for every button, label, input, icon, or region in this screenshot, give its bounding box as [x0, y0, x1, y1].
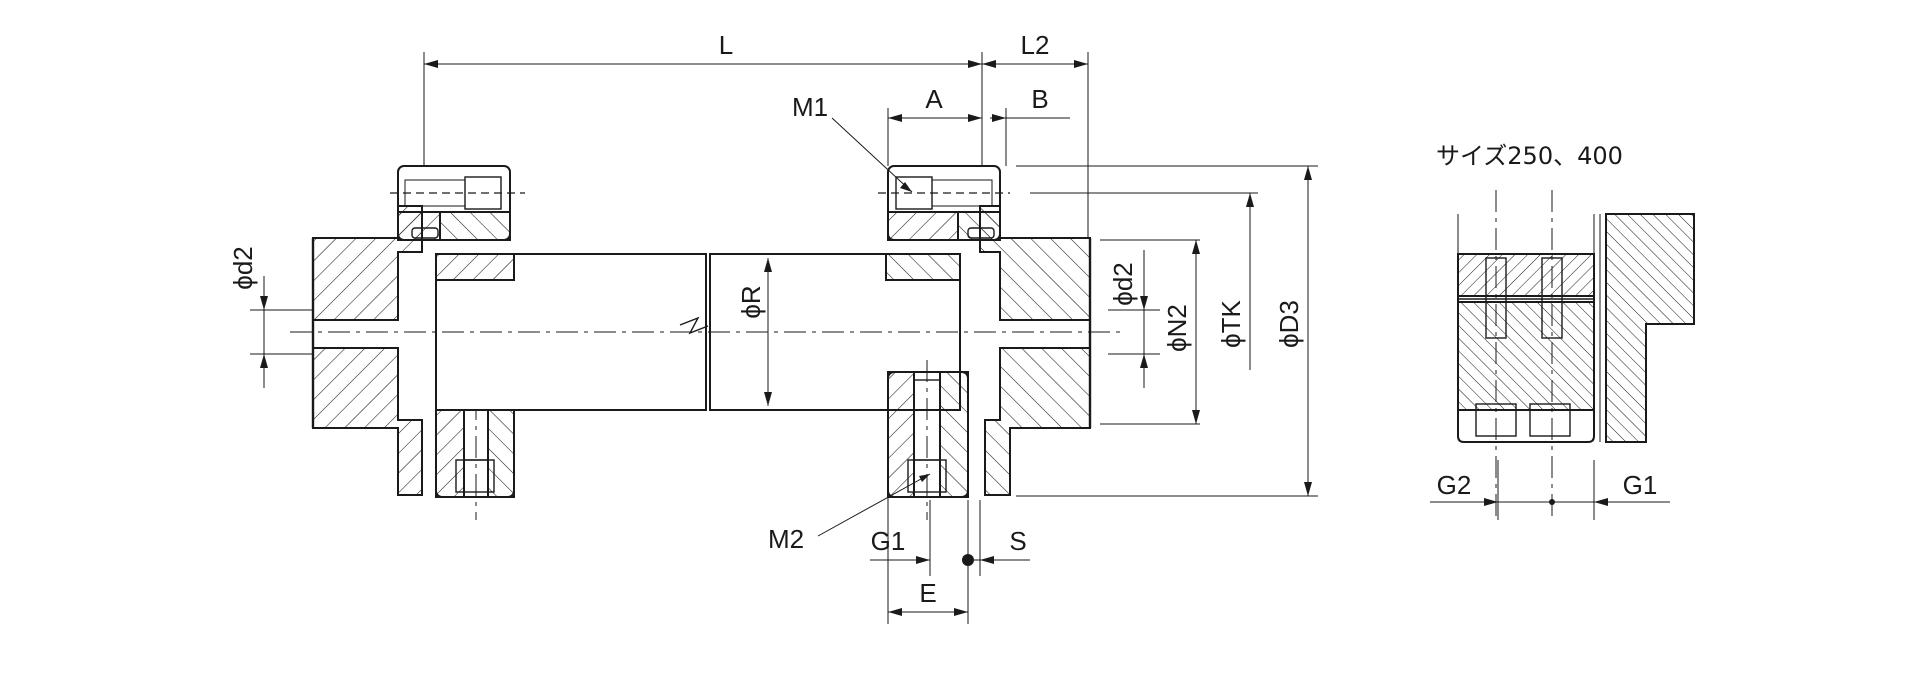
- label-G1: G1: [871, 526, 906, 556]
- dim-B: B: [990, 84, 1070, 166]
- label-G2-detail: G2: [1437, 470, 1472, 500]
- label-E: E: [919, 578, 936, 608]
- dim-L2: L2: [982, 30, 1089, 238]
- dim-A: A: [887, 84, 982, 166]
- dim-D3: ϕD3: [1016, 165, 1318, 497]
- left-clamp-ring-top: [390, 165, 525, 241]
- label-D3: ϕD3: [1274, 300, 1304, 348]
- label-G1-detail: G1: [1623, 470, 1658, 500]
- label-d2-right: ϕd2: [1108, 262, 1138, 305]
- label-L2: L2: [1021, 30, 1050, 60]
- detail-view-size-250-400: サイズ250、400 G2 G1: [1430, 142, 1695, 520]
- leader-M2: M2: [768, 473, 931, 554]
- dim-R: ϕR: [736, 258, 772, 406]
- label-d2-left: ϕd2: [228, 246, 258, 289]
- label-M2: M2: [768, 524, 804, 554]
- main-section-view: [290, 165, 1120, 520]
- dim-N2: ϕN2: [1100, 239, 1200, 425]
- dim-d2-right: ϕd2: [1108, 250, 1160, 388]
- dim-TK: ϕTK: [1030, 192, 1258, 370]
- label-M1: M1: [792, 92, 828, 122]
- label-R: ϕR: [736, 285, 766, 318]
- dim-G1-S-E: G1 S E: [870, 497, 1030, 624]
- dim-d2-left: ϕd2: [228, 246, 313, 388]
- dim-L: L: [423, 30, 983, 166]
- leader-M1: M1: [792, 92, 913, 193]
- label-TK: ϕTK: [1216, 299, 1246, 347]
- label-B: B: [1031, 84, 1048, 114]
- label-S: S: [1009, 526, 1026, 556]
- right-clamp-ring-bottom: [887, 360, 969, 520]
- right-hub: [979, 205, 1092, 496]
- label-N2: ϕN2: [1162, 304, 1192, 352]
- label-A: A: [925, 84, 943, 114]
- dimensions: L L2 A B M1: [228, 30, 1318, 624]
- label-L: L: [719, 30, 733, 60]
- left-hub: [311, 205, 423, 496]
- detail-title: サイズ250、400: [1436, 142, 1623, 170]
